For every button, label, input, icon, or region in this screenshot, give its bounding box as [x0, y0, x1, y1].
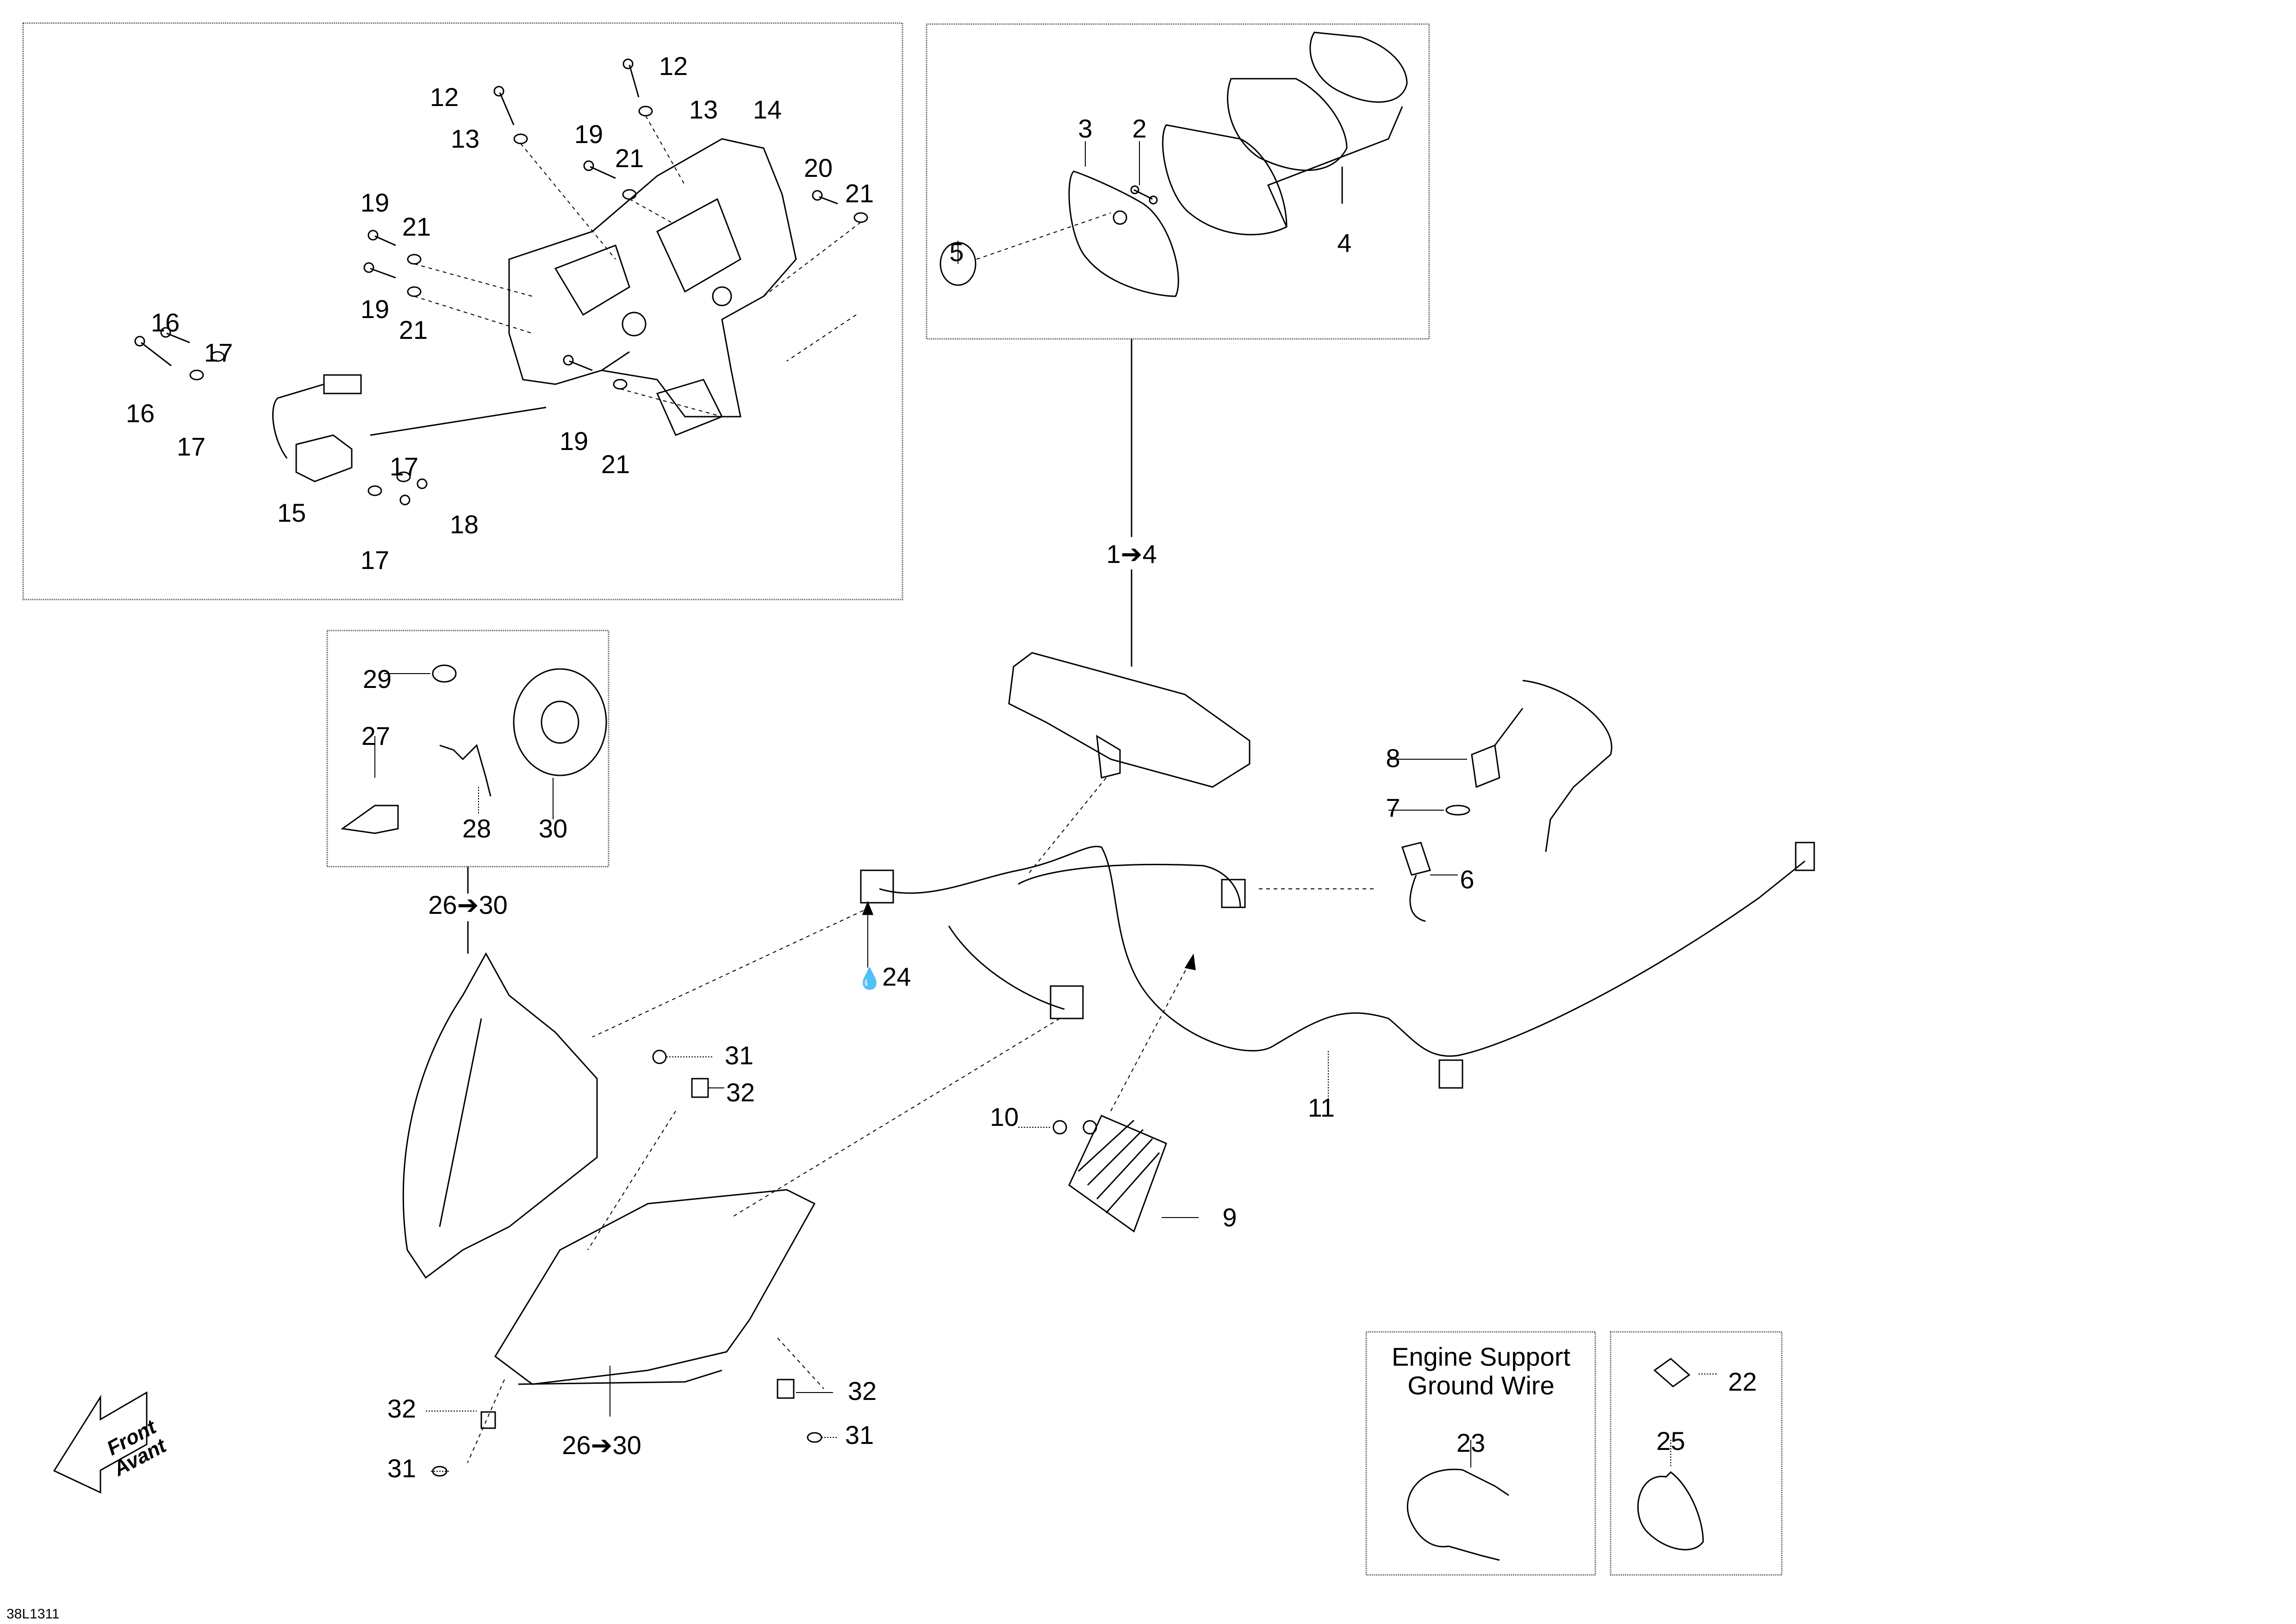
headlamp-kit-drawing: [341, 664, 607, 834]
callout-32: 32: [847, 1376, 877, 1405]
callout-16: 16: [125, 399, 155, 428]
ground-wire-title-line1: Engine Support: [1391, 1342, 1571, 1371]
ground-wire-title: Engine Support Ground Wire: [1392, 1343, 1570, 1400]
callout-24-text: 24: [882, 962, 911, 991]
front-direction-arrow: [53, 1391, 148, 1494]
callout-15: 15: [277, 498, 306, 527]
callout-31: 31: [724, 1041, 754, 1070]
callout-32: 32: [726, 1078, 755, 1107]
callout-26-to-30: 26➔30: [562, 1430, 641, 1460]
callout-21: 21: [601, 450, 630, 479]
instrument-cluster-drawing: [1008, 652, 1251, 788]
panel-ground-wire-border: [1365, 1331, 1596, 1576]
switch-15-drawing: [272, 374, 547, 482]
callout-5: 5: [949, 237, 964, 267]
callout-21: 21: [845, 179, 874, 208]
callout-13: 13: [689, 95, 718, 124]
callout-28: 28: [462, 814, 492, 843]
fuse-tie-drawing: [1637, 1358, 1717, 1550]
headlamp-right-drawing: [494, 1189, 816, 1417]
bolts-washers: [134, 58, 868, 506]
fasteners-31-32: [426, 1049, 838, 1477]
callout-2: 2: [1132, 114, 1147, 143]
panel-gauge-border: [926, 23, 1430, 340]
callout-1-to-4: 1➔4: [1106, 539, 1157, 568]
callout-22: 22: [1728, 1367, 1757, 1396]
cluster-dashed-leader: [1027, 777, 1107, 875]
callout-11: 11: [1307, 1093, 1335, 1122]
callout-26-to-30: 26➔30: [428, 890, 508, 919]
callout-14: 14: [753, 95, 782, 124]
ground-wire-drawing: [1406, 1440, 1509, 1561]
lanyard-drawing: [1388, 680, 1612, 922]
ground-wire-title-line2: Ground Wire: [1407, 1371, 1555, 1400]
switch-bracket-drawing: [508, 138, 797, 436]
callout-24: 💧24: [857, 964, 911, 990]
callout-19: 19: [574, 119, 604, 149]
callout-30: 30: [538, 814, 568, 843]
headlamp-dashed-leaders: [467, 907, 1060, 1463]
callout-6: 6: [1460, 865, 1475, 894]
wiring-harness-drawing: [860, 842, 1815, 1102]
callout-19: 19: [559, 426, 589, 456]
callout-12: 12: [429, 82, 459, 112]
callout-8: 8: [1386, 743, 1400, 773]
callout-9: 9: [1222, 1203, 1237, 1232]
callout-7: 7: [1386, 793, 1400, 822]
connector-24: [860, 869, 894, 904]
callout-27: 27: [361, 721, 391, 750]
drawing-code: 38L1311: [6, 1606, 60, 1622]
gauge-exploded-drawing: [940, 31, 1408, 297]
callout-17: 17: [389, 452, 419, 481]
callout-17: 17: [176, 432, 206, 461]
callout-31: 31: [845, 1420, 874, 1449]
callout-12: 12: [659, 51, 688, 81]
headlamp-left-drawing: [402, 952, 598, 1279]
callout-31: 31: [387, 1454, 417, 1483]
callout-21: 21: [615, 144, 644, 173]
callout-19: 19: [360, 294, 390, 324]
callout-16: 16: [150, 308, 180, 337]
callout-21: 21: [402, 212, 431, 241]
regulator-drawing: [1018, 1115, 1199, 1233]
callout-23: 23: [1456, 1428, 1486, 1457]
callout-19: 19: [360, 188, 390, 217]
callout-17: 17: [360, 545, 390, 575]
gauge-dashed-leader: [976, 212, 1111, 260]
callout-32: 32: [387, 1394, 417, 1423]
callout-17: 17: [204, 338, 233, 367]
callout-25: 25: [1656, 1426, 1686, 1455]
callout-20: 20: [803, 153, 833, 182]
callout-3: 3: [1078, 114, 1093, 143]
callout-29: 29: [362, 664, 392, 693]
callout-18: 18: [449, 510, 479, 539]
callout-21: 21: [398, 315, 428, 344]
callout-13: 13: [450, 124, 480, 153]
bracket-dashed-leaders: [414, 115, 861, 417]
drop-icon: 💧: [857, 968, 883, 990]
panel-switch-bracket-border: [22, 22, 903, 600]
callout-4: 4: [1337, 228, 1352, 257]
panel-fuse-tie-border: [1610, 1331, 1783, 1576]
callout-10: 10: [989, 1102, 1019, 1131]
regulator-dashed-leader: [1110, 962, 1190, 1112]
